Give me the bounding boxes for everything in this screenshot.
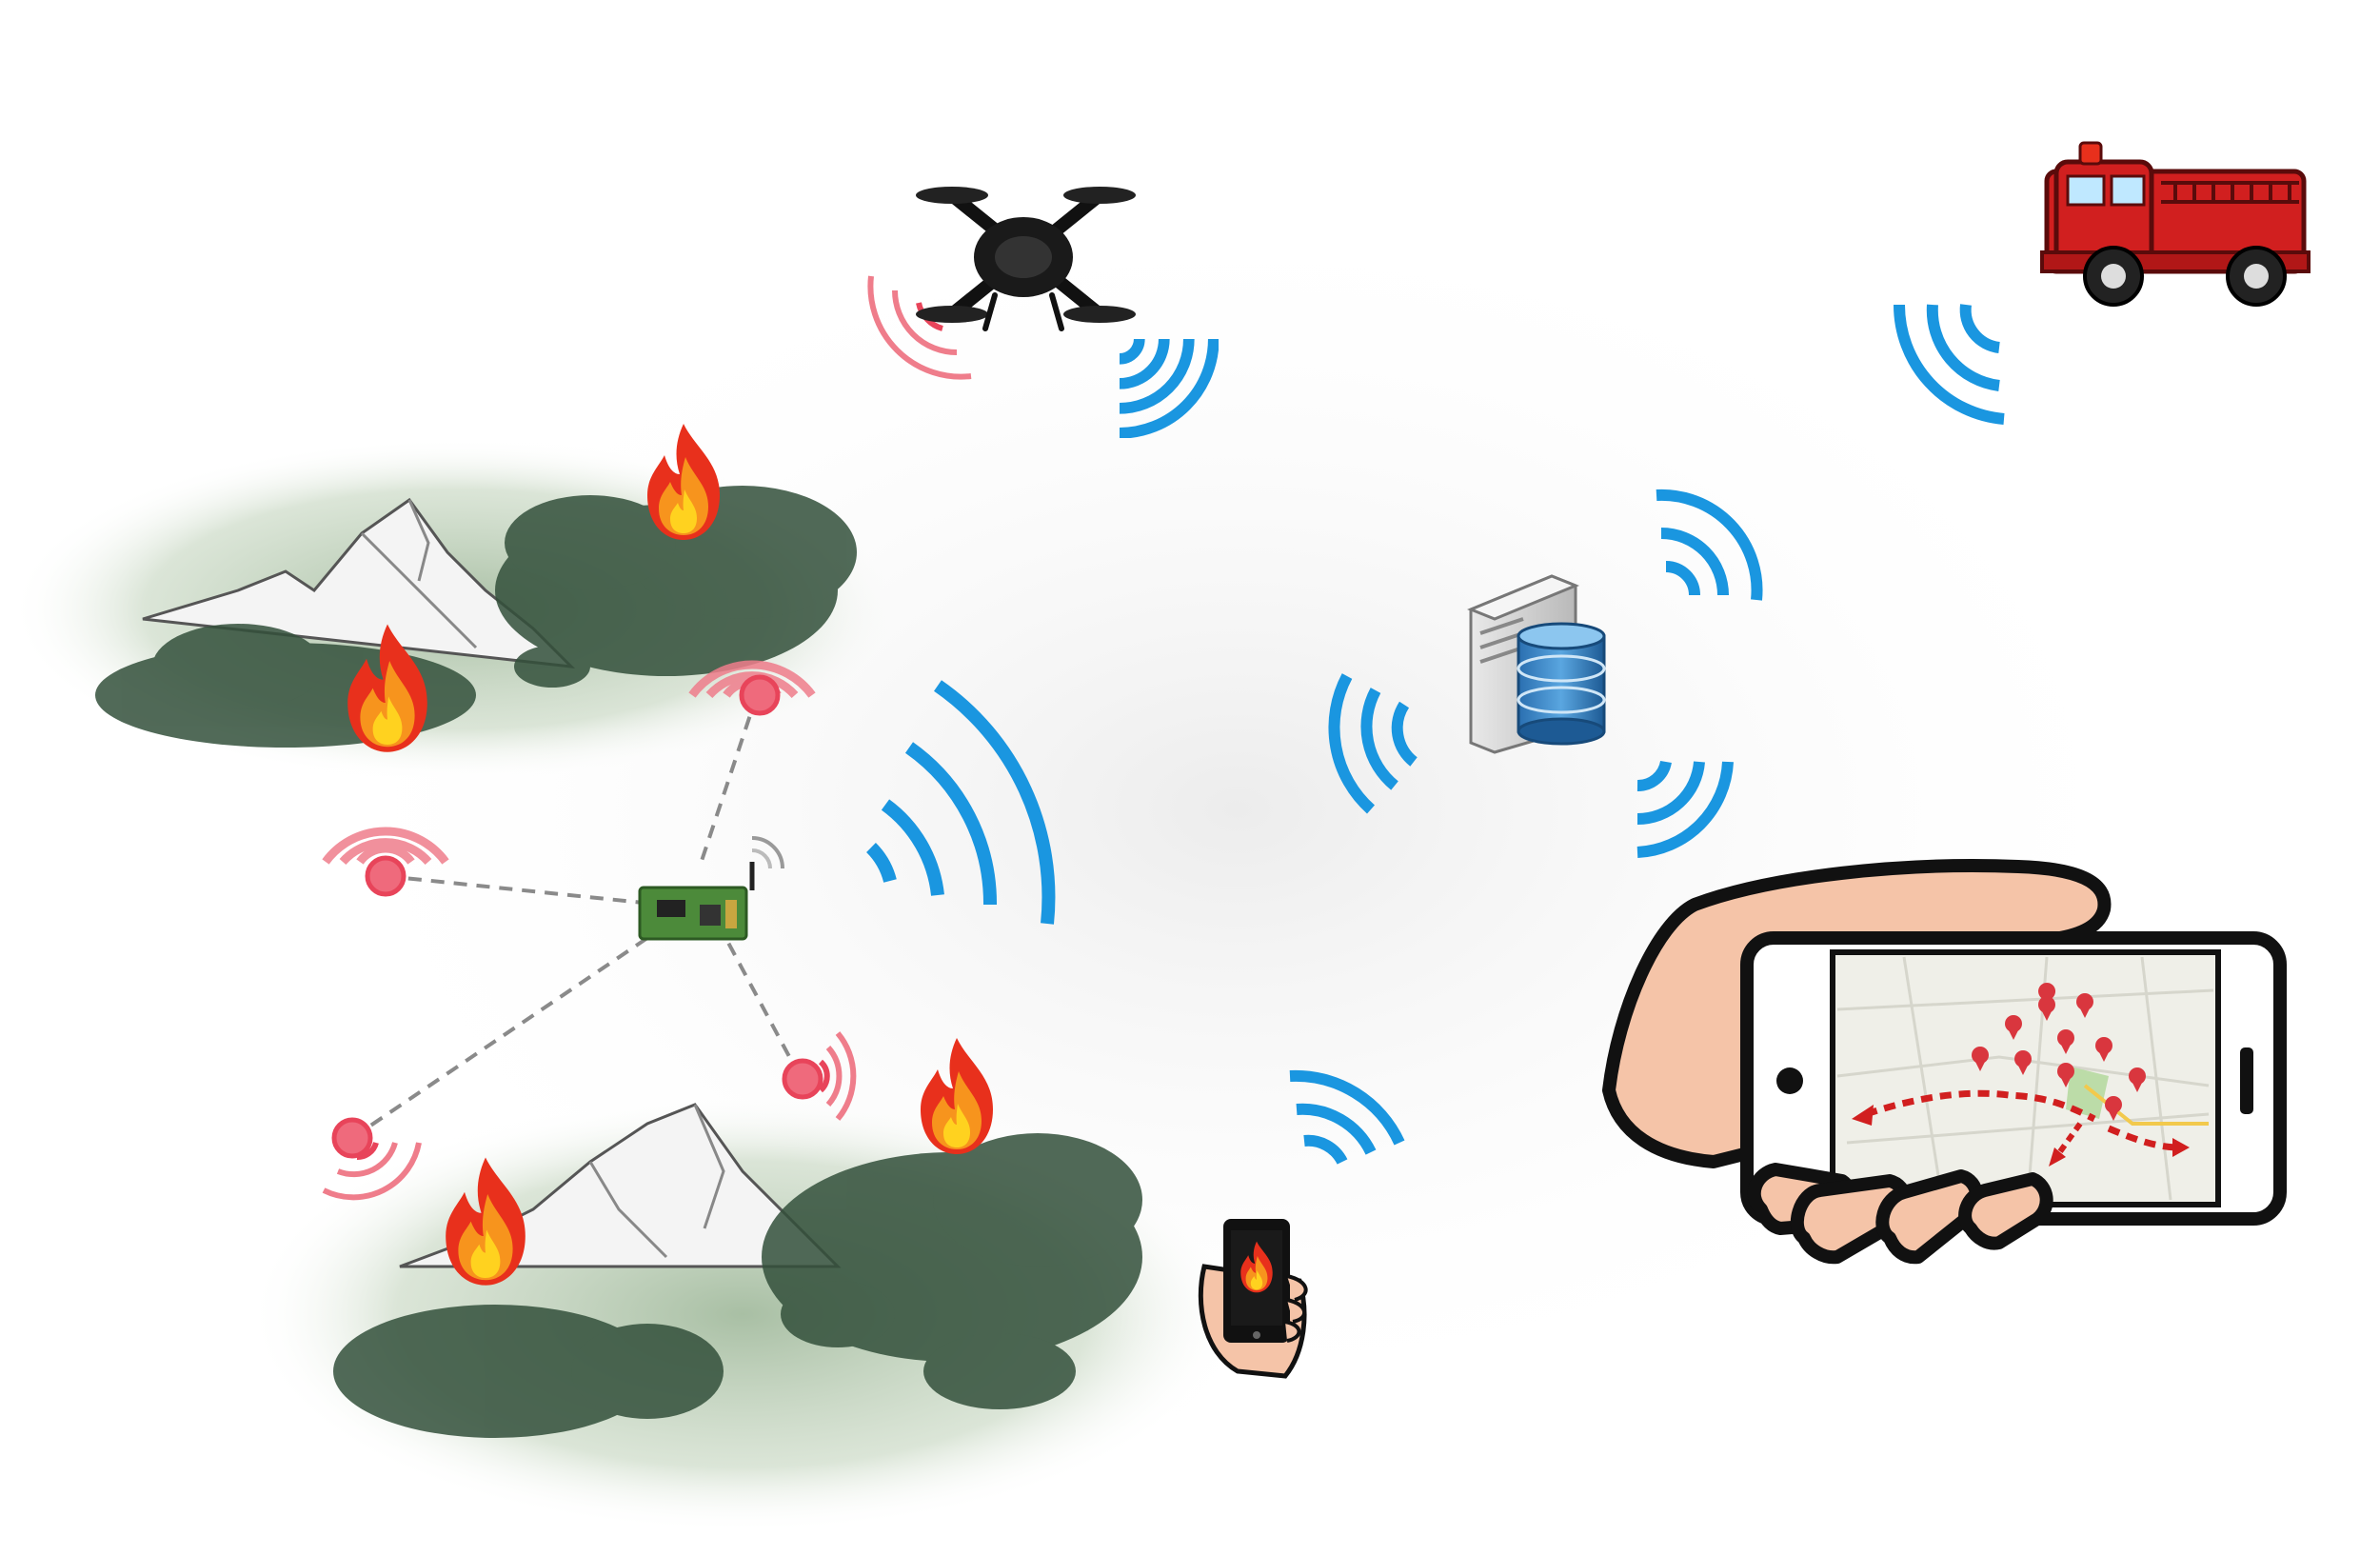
sensor-node-icon xyxy=(739,674,781,716)
hand-phone-fire-icon xyxy=(1198,1219,1308,1379)
sensor-node-icon xyxy=(331,1117,373,1159)
wifi-signal-phone xyxy=(1289,1069,1405,1165)
sensor-node-icon xyxy=(782,1058,823,1100)
map-screen xyxy=(1830,949,2221,1207)
home-button xyxy=(1776,1067,1803,1094)
drone-icon xyxy=(916,187,1136,331)
side-button xyxy=(2240,1047,2253,1114)
link-sensor-2-gateway xyxy=(698,694,759,868)
fire-truck-icon xyxy=(2040,141,2311,307)
wifi-signal-server-bottom xyxy=(1636,760,1734,858)
sensor-node-1 xyxy=(326,831,446,897)
sensor-links xyxy=(350,694,802,1140)
wifi-signal-server-top xyxy=(1656,489,1763,601)
link-sensor-3-gateway xyxy=(350,936,649,1140)
iot-gateway-board xyxy=(638,836,784,941)
wifi-signal-gateway xyxy=(865,680,1056,925)
sensor-node-4 xyxy=(782,1031,857,1121)
wifi-signal-icon xyxy=(1328,673,1376,814)
drone xyxy=(867,187,1136,380)
board-signal-icon xyxy=(751,836,784,869)
wifi-signal-icon xyxy=(1289,1069,1405,1146)
sensor-rings-icon xyxy=(835,1031,857,1121)
wifi-signal-icon xyxy=(934,680,1056,925)
sensor-node-3 xyxy=(322,1117,422,1201)
wifi-signal-icon xyxy=(1636,761,1734,858)
hand-fingers xyxy=(1747,1163,2053,1265)
terrain-upper xyxy=(10,438,904,781)
forest-lower xyxy=(333,1133,1142,1438)
server-database-icon xyxy=(1467,574,1606,754)
hand-smartphone-map-icon xyxy=(1602,859,2287,1265)
wifi-signal-icon xyxy=(1893,304,2005,425)
map-pin-icons xyxy=(1972,983,2146,1121)
sensor-node-icon xyxy=(365,855,407,897)
wifi-signal-server-left xyxy=(1328,673,1418,814)
wifi-signal-icon xyxy=(1656,489,1763,601)
wifi-signal-truck xyxy=(1893,304,2005,425)
link-sensor-4-gateway xyxy=(726,942,802,1077)
sensor-rings-icon xyxy=(322,1142,422,1201)
link-sensor-1-gateway xyxy=(385,874,663,907)
terrain-lower xyxy=(248,1095,1238,1533)
sensor-node-2 xyxy=(692,665,812,716)
